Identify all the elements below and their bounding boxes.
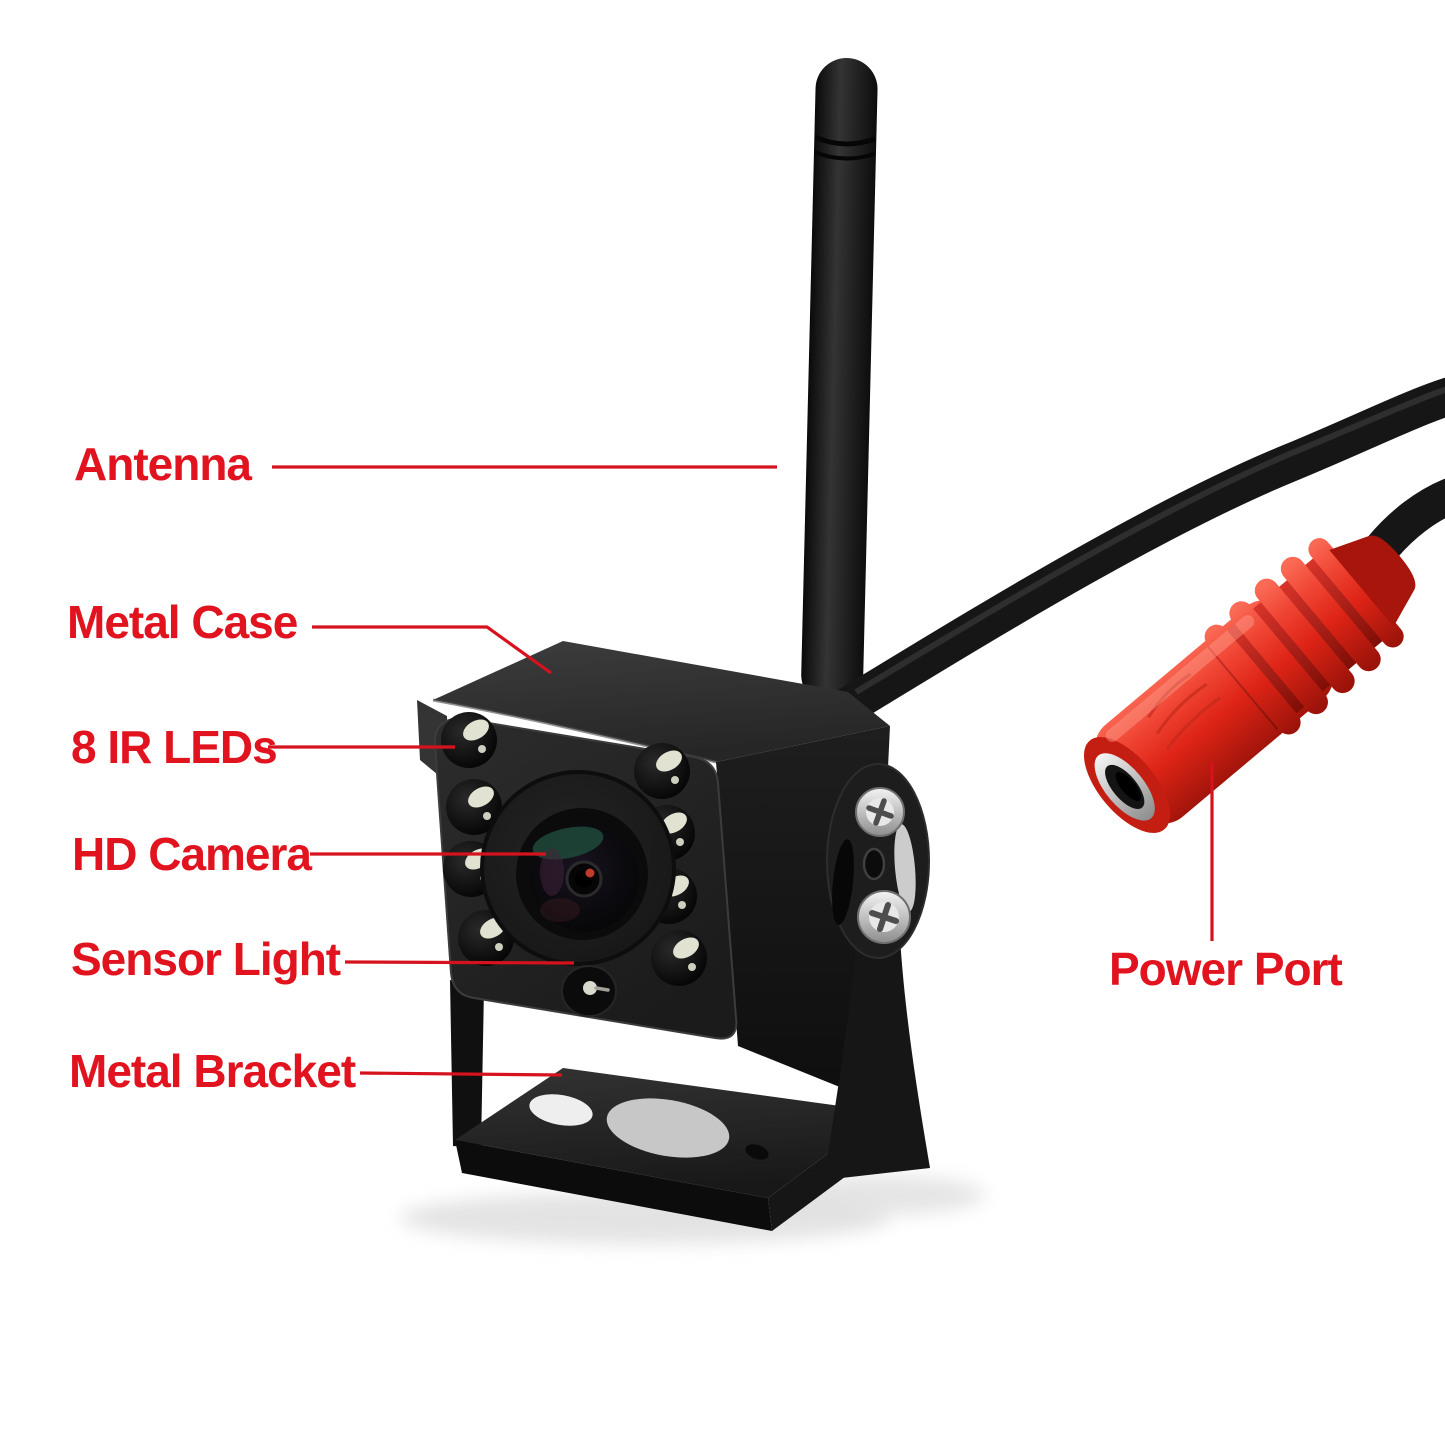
- label-metal-bracket: Metal Bracket: [69, 1045, 356, 1097]
- label-hd-camera: HD Camera: [72, 828, 312, 880]
- lens-red-reflection: [585, 868, 595, 878]
- antenna: [801, 57, 878, 706]
- metal-bracket-line: [359, 1071, 563, 1077]
- bracket-slot: [745, 1144, 769, 1160]
- callout-lines: [268, 465, 1214, 1077]
- label-antenna: Antenna: [74, 438, 252, 490]
- label-sensor-light: Sensor Light: [71, 933, 341, 985]
- label-ir-leds: 8 IR LEDs: [71, 721, 278, 773]
- ir-led: [634, 743, 690, 799]
- power-connector: [1083, 535, 1416, 833]
- bracket-screw-bottom: [857, 890, 911, 944]
- sensor-light: [561, 965, 617, 1017]
- ir-led: [651, 930, 707, 986]
- camera-body: [417, 641, 890, 1100]
- bracket-mount-hole-small: [529, 1094, 593, 1126]
- bracket-pivot-detent: [862, 847, 886, 881]
- hd-camera-lens: [480, 770, 676, 966]
- metal-bracket-arm: [824, 763, 930, 1180]
- bracket-mount-hole-large: [606, 1098, 730, 1158]
- ir-led: [446, 779, 502, 835]
- label-power-port: Power Port: [1109, 943, 1343, 995]
- metal-case-line: [312, 625, 552, 675]
- sensor-light-line: [344, 960, 575, 965]
- label-metal-case: Metal Case: [67, 596, 298, 648]
- ir-led: [441, 712, 497, 768]
- bracket-screw-top: [855, 787, 905, 837]
